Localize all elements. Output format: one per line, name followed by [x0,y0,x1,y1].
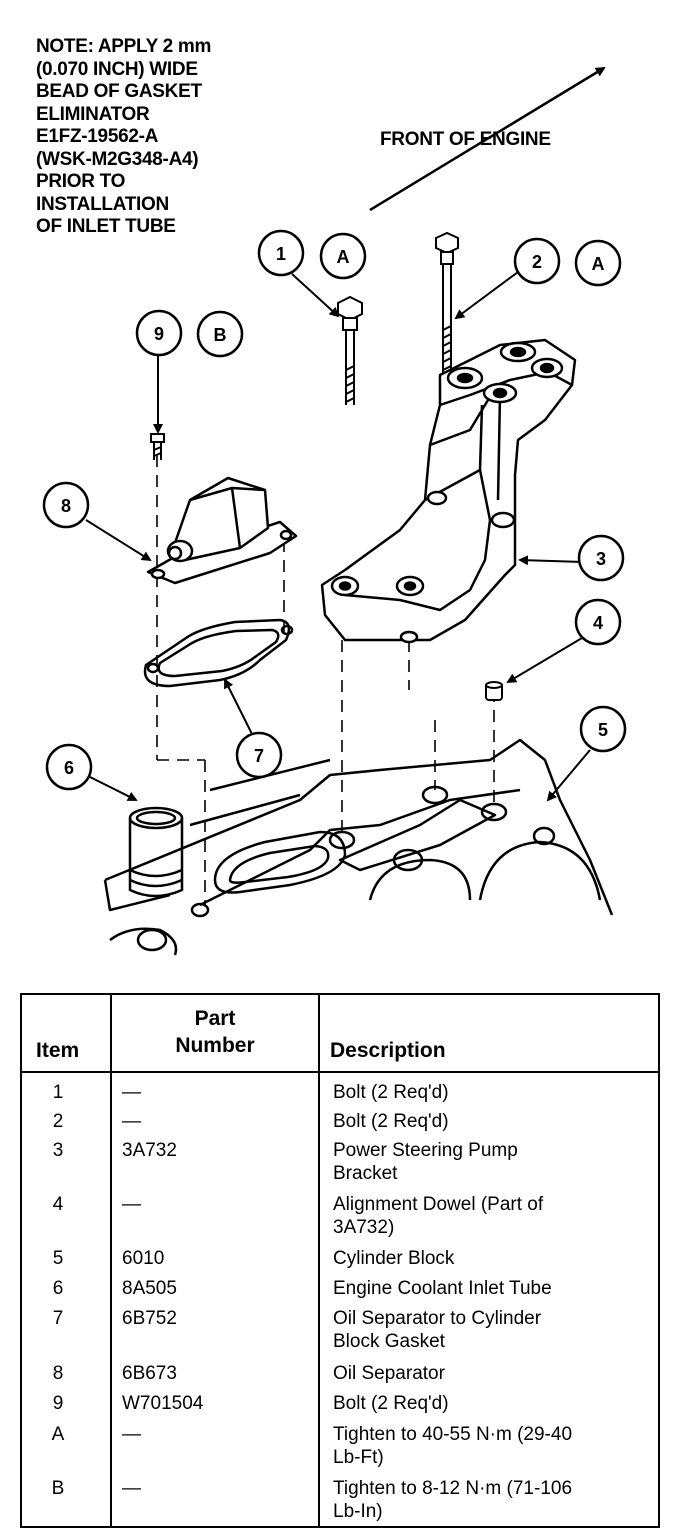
gasket-eliminator-note: NOTE: APPLY 2 mm (0.070 INCH) WIDE BEAD … [36,36,336,239]
row-item: A [51,1424,65,1445]
callout-b-circle [196,310,244,358]
note-line: PRIOR TO [36,171,126,192]
callout-7-circle [235,731,283,779]
callout-8-label: 8 [61,496,71,516]
row-part-number: 6B752 [122,1308,177,1329]
alignment-lines [156,455,495,905]
bolt-9-drawing [150,433,165,460]
alignment-dowel-drawing [485,681,503,701]
gasket-drawing [143,618,294,688]
leader-lines [85,271,591,802]
row-item: 2 [52,1111,64,1132]
power-steering-pump-bracket-drawing [320,338,577,644]
note-line: OF INLET TUBE [36,216,176,237]
header-part-number: Part Number [112,1005,318,1059]
front-of-engine-arrow [369,66,606,212]
callout-1-circle [257,229,305,277]
callout-9-circle [135,309,183,357]
row-item: 3 [52,1140,64,1161]
bolt-2-drawing [435,231,459,380]
callout-2-label: 2 [532,252,542,272]
row-part-number: — [122,1082,141,1103]
note-line: NOTE: APPLY 2 mm [36,36,212,57]
note-line: BEAD OF GASKET [36,81,202,102]
row-part-number: — [122,1478,141,1499]
parts-table: Item Part Number Description 1 — Bolt (2… [20,993,660,1528]
row-description: Engine Coolant Inlet Tube [333,1278,552,1299]
header-description: Description [330,1039,446,1062]
row-part-number: 3A732 [122,1140,177,1161]
row-description: Oil Separator [333,1363,445,1384]
callout-a-circle-1 [319,232,367,280]
callout-4-label: 4 [593,613,603,633]
row-part-number: — [122,1194,141,1215]
header-item: Item [36,1039,80,1062]
row-item: 8 [52,1363,64,1384]
row-part-number: 6B673 [122,1363,177,1384]
row-part-number: 6010 [122,1248,165,1269]
callout-6-label: 6 [64,758,74,778]
callout-a-label-1: A [337,247,350,267]
row-item: B [51,1478,65,1499]
bolt-1-drawing [337,295,363,405]
note-line: (0.070 INCH) WIDE [36,58,198,80]
note-line: ELIMINATOR [36,103,150,125]
callout-5-label: 5 [598,720,608,740]
row-item: 9 [52,1393,64,1414]
callout-2-circle [513,237,561,285]
note-line: E1FZ-19562-A [36,126,159,147]
row-item: 5 [52,1248,64,1269]
callout-3-label: 3 [596,549,606,569]
callout-8-circle [42,481,90,529]
row-description: Bolt (2 Req'd) [333,1082,449,1103]
row-description: Cylinder Block [333,1248,455,1269]
row-item: 1 [52,1082,64,1103]
row-description: Bolt (2 Req'd) [333,1393,449,1414]
row-item: 6 [52,1278,64,1299]
callout-1-label: 1 [276,244,286,264]
callout-a-label-2: A [592,254,605,274]
callout-7-label: 7 [254,746,264,766]
table-header: Item Part Number Description [22,995,658,1073]
callout-5-circle [579,705,627,753]
exploded-parts-diagram: 1 A 2 A 9 B 8 3 4 7 5 6 [42,66,627,956]
note-line: INSTALLATION [36,193,169,215]
row-part-number: 8A505 [122,1278,177,1299]
callout-4-circle [574,598,622,646]
callout-9-label: 9 [154,324,164,344]
callout-3-circle [577,534,625,582]
header-part-line2: Number [175,1034,255,1057]
header-part-line1: Part [194,1007,236,1030]
callout-b-label: B [214,325,227,345]
callout-a-circle-2 [574,239,622,287]
row-part-number: — [122,1424,141,1445]
oil-separator-drawing [146,476,298,585]
table-divider [110,995,112,1526]
cylinder-block-drawing [103,738,614,956]
row-item: 7 [52,1308,64,1329]
row-description: Bolt (2 Req'd) [333,1111,449,1132]
coolant-inlet-tube-drawing [128,806,184,898]
row-item: 4 [52,1194,64,1215]
table-divider [318,995,320,1526]
row-part-number: W701504 [122,1393,204,1414]
front-of-engine-label: FRONT OF ENGINE [380,129,551,150]
row-part-number: — [122,1111,141,1132]
callout-6-circle [45,743,93,791]
note-line: (WSK-M2G348-A4) [36,148,199,170]
